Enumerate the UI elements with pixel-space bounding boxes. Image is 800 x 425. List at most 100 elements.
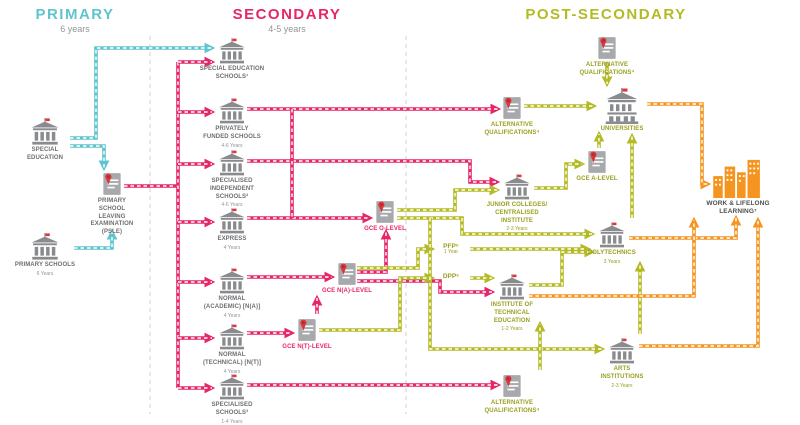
- specialised-independent-schools-label: SPECIALISED INDEPENDENT SCHOOLS²: [209, 178, 255, 200]
- edge-specialised-independent-to-junior-colleges: [247, 159, 501, 188]
- ite-label: INSTITUTE OF TECHNICAL EDUCATION: [490, 302, 534, 324]
- school-building-icon: [607, 338, 637, 364]
- university-building-icon: [602, 88, 642, 124]
- node-ite: INSTITUTE OF TECHNICAL EDUCATION 1-2 Yea…: [474, 274, 550, 332]
- node-junior-colleges: JUNIOR COLLEGES/ CENTRALISED INSTITUTE 2…: [479, 174, 555, 232]
- certificate-icon: [297, 318, 317, 342]
- edge-dash-polytechnics-to-work: [629, 218, 737, 239]
- alternative-qualifications-mid-label: ALTERNATIVE QUALIFICATIONS⁴: [484, 122, 540, 136]
- certificate-icon: [102, 172, 122, 196]
- node-polytechnics: POLYTECHNICS 3 Years: [574, 222, 650, 265]
- polytechnics-label: POLYTECHNICS: [588, 250, 636, 256]
- alternative-qualifications-bottom-label: ALTERNATIVE QUALIFICATIONS⁴: [484, 400, 540, 414]
- school-building-icon: [217, 374, 247, 400]
- privately-funded-schools-label: PRIVATELY FUNDED SCHOOLS: [203, 126, 261, 140]
- junior-colleges-label: JUNIOR COLLEGES/ CENTRALISED INSTITUTE: [486, 202, 548, 224]
- normal-technical-label: NORMAL (TECHNICAL) [N(T)]: [202, 352, 262, 366]
- node-primary-schools: PRIMARY SCHOOLS 6 Years: [7, 233, 83, 277]
- normal-academic-label: NORMAL (ACADEMIC) [N(A)]: [203, 296, 261, 310]
- edge-dash-specialised-independent-to-junior-colleges: [247, 160, 497, 183]
- node-gce-a-level: GCE A-LEVEL: [567, 150, 627, 184]
- privately-funded-schools-years: 4-6 Years: [221, 142, 243, 149]
- edge-dash-ite-to-work: [529, 220, 695, 297]
- node-gce-o-level: GCE O-LEVEL: [355, 200, 415, 234]
- edge-dash-special-education-to-psle: [70, 145, 105, 168]
- school-building-icon: [497, 274, 527, 300]
- specialised-independent-schools-years: 4-6 Years: [221, 202, 243, 209]
- node-normal-technical: NORMAL (TECHNICAL) [N(T)] 4 Years: [194, 324, 270, 375]
- edge-dash-junior-colleges-to-gce-a-level: [534, 163, 582, 189]
- node-pfp: PFP⁵ 1 Year: [434, 243, 468, 256]
- school-building-icon: [217, 98, 247, 124]
- school-building-icon: [217, 324, 247, 350]
- node-express: EXPRESS 4 Years: [194, 208, 270, 251]
- edge-dash-gce-nt-level-to-dpp: [319, 277, 432, 331]
- edge-layer: [70, 42, 764, 394]
- node-specialised-schools: SPECIALISED SCHOOLS³ 1-4 Years: [194, 374, 270, 425]
- express-years: 4 Years: [223, 244, 241, 251]
- primary-schools-label: PRIMARY SCHOOLS: [14, 262, 76, 268]
- arts-institutions-years: 2-3 Years: [611, 382, 633, 389]
- gce-o-level-label: GCE O-LEVEL: [364, 226, 406, 232]
- certificate-icon: [502, 374, 522, 398]
- express-label: EXPRESS: [217, 236, 247, 242]
- node-work-lifelong-learning: WORK & LIFELONG LEARNING⁷: [692, 158, 784, 217]
- node-dpp: DPP⁶: [434, 273, 468, 280]
- primary-stage-title: PRIMARY: [35, 6, 115, 23]
- pfp-label: PFP⁵: [443, 243, 459, 250]
- edge-dash-ite-to-polytechnics: [529, 251, 592, 286]
- dpp-label: DPP⁶: [442, 273, 460, 280]
- node-gce-na-level: GCE N(A)-LEVEL: [317, 262, 377, 296]
- edge-dash-gce-na-level-to-gce-o-level: [357, 232, 387, 273]
- node-normal-academic: NORMAL (ACADEMIC) [N(A)] 4 Years: [194, 268, 270, 319]
- pfp-years: 1 Year: [443, 249, 459, 256]
- school-building-icon: [502, 174, 532, 200]
- edge-dash-gce-na-level-to-pfp: [357, 248, 432, 269]
- alternative-qualifications-top-label: ALTERNATIVE QUALIFICATIONS⁴: [579, 62, 635, 76]
- psle-label: PRIMARY SCHOOL LEAVING EXAMINATION (PSLE…: [90, 198, 134, 236]
- node-psle: PRIMARY SCHOOL LEAVING EXAMINATION (PSLE…: [82, 172, 142, 237]
- polytechnics-years: 3 Years: [603, 258, 621, 265]
- specialised-schools-label: SPECIALISED SCHOOLS³: [211, 402, 253, 416]
- node-privately-funded-schools: PRIVATELY FUNDED SCHOOLS 4-6 Years: [194, 98, 270, 149]
- ite-years: 1-2 Years: [501, 326, 523, 333]
- edge-dash-primary-schools-to-psle: [74, 232, 113, 249]
- header-post-secondary: POST-SECONDARY: [501, 6, 711, 23]
- node-special-education: SPECIAL EDUCATION: [7, 118, 83, 163]
- specialised-schools-years: 1-4 Years: [221, 418, 243, 425]
- universities-label: UNIVERSITIES: [600, 126, 644, 132]
- certificate-icon: [337, 262, 357, 286]
- node-alternative-qualifications-mid: ALTERNATIVE QUALIFICATIONS⁴: [482, 96, 542, 138]
- school-building-icon: [217, 38, 247, 64]
- special-education-schools-label: SPECIAL EDUCATION SCHOOLS¹: [199, 66, 265, 80]
- school-building-icon: [29, 233, 61, 260]
- edge-dash-universities-to-work: [647, 103, 708, 185]
- arts-institutions-label: ARTS INSTITUTIONS: [600, 366, 644, 380]
- node-specialised-independent-schools: SPECIALISED INDEPENDENT SCHOOLS² 4-6 Yea…: [194, 150, 270, 208]
- gce-nt-level-label: GCE N(T)-LEVEL: [282, 344, 332, 350]
- secondary-stage-duration: 4-5 years: [268, 24, 306, 34]
- header-secondary: SECONDARY 4-5 years: [227, 6, 347, 34]
- node-alternative-qualifications-top: ALTERNATIVE QUALIFICATIONS⁴: [577, 36, 637, 78]
- work-lifelong-learning-label: WORK & LIFELONG LEARNING⁷: [706, 200, 770, 216]
- school-building-icon: [217, 268, 247, 294]
- edge-dash-gce-o-level-to-junior-colleges: [397, 189, 497, 211]
- node-arts-institutions: ARTS INSTITUTIONS 2-3 Years: [584, 338, 660, 389]
- junior-colleges-years: 2-3 Years: [506, 226, 528, 233]
- school-building-icon: [29, 118, 61, 145]
- secondary-stage-title: SECONDARY: [232, 6, 342, 23]
- edge-dash-special-education-to-special-education-schools: [70, 47, 212, 139]
- node-gce-nt-level: GCE N(T)-LEVEL: [277, 318, 337, 352]
- post-secondary-stage-title: POST-SECONDARY: [525, 6, 687, 23]
- edge-dash-gce-o-level-to-arts-institutions: [429, 218, 602, 350]
- gce-na-level-label: GCE N(A)-LEVEL: [321, 288, 373, 294]
- edge-gce-na-level-to-ite: [357, 279, 496, 298]
- city-skyline-icon: [713, 158, 763, 198]
- certificate-icon: [597, 36, 617, 60]
- primary-schools-years: 6 Years: [36, 270, 54, 277]
- special-education-label: SPECIAL EDUCATION: [26, 147, 64, 161]
- primary-stage-duration: 6 years: [60, 24, 90, 34]
- normal-academic-years: 4 Years: [223, 312, 241, 319]
- node-alternative-qualifications-bottom: ALTERNATIVE QUALIFICATIONS⁴: [482, 374, 542, 416]
- header-primary: PRIMARY 6 years: [25, 6, 125, 34]
